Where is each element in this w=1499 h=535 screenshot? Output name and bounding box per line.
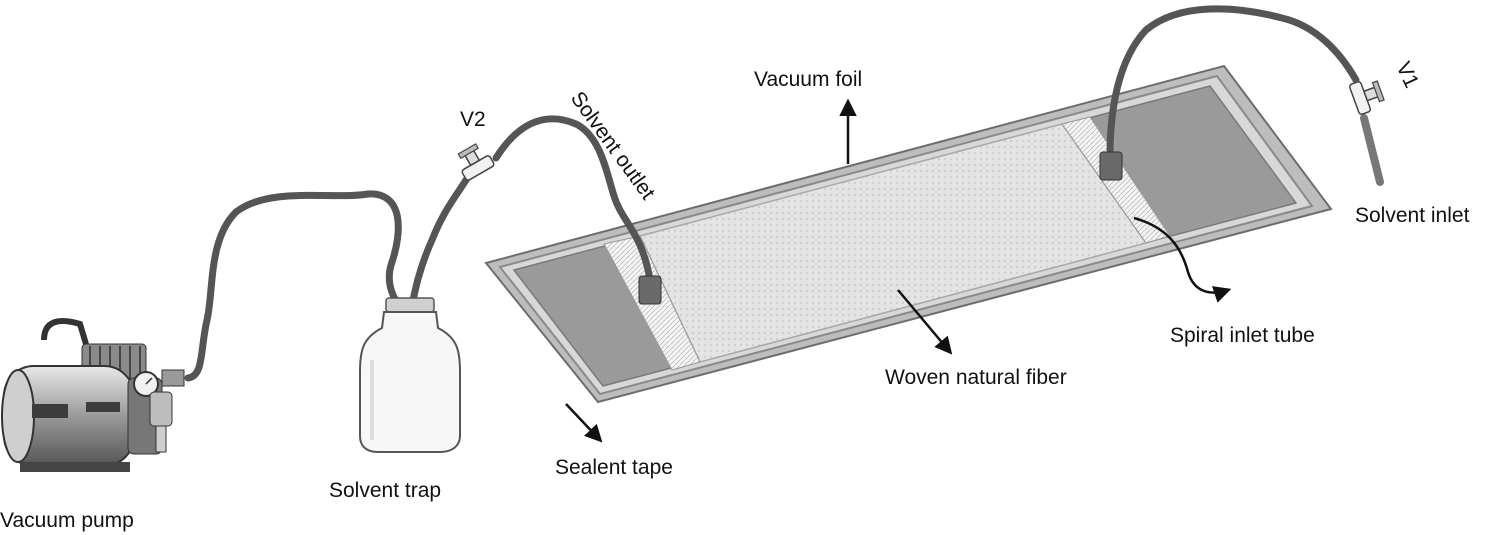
outlet-port bbox=[638, 275, 662, 305]
vacuum-pump-label: Vacuum pump bbox=[0, 509, 134, 532]
spiral-inlet-tube-label: Spiral inlet tube bbox=[1170, 324, 1315, 347]
spiral-inlet-arrow bbox=[1133, 216, 1232, 303]
valve-v2-label: V2 bbox=[460, 108, 486, 131]
solvent-trap-label: Solvent trap bbox=[329, 479, 441, 502]
pump-to-trap-tube bbox=[184, 190, 406, 382]
sealent-tape-label: Sealent tape bbox=[555, 456, 673, 479]
inlet-supply-tube bbox=[1106, 5, 1360, 160]
woven-natural-fiber-label: Woven natural fiber bbox=[885, 366, 1067, 389]
vacuum-bag-assembly bbox=[484, 64, 1333, 404]
vacuum-pump bbox=[1, 318, 185, 472]
vacuum-foil-label: Vacuum foil bbox=[754, 68, 862, 91]
solvent-trap-bottle bbox=[359, 297, 461, 453]
inlet-feed-tube bbox=[1360, 114, 1384, 186]
valve-v1-label: V1 bbox=[1391, 58, 1423, 91]
inlet-port bbox=[1099, 151, 1123, 181]
label-arrows bbox=[565, 98, 1232, 443]
sealent-tape-arrow bbox=[565, 403, 603, 443]
solvent-inlet-label: Solvent inlet bbox=[1355, 204, 1470, 227]
valve-v1[interactable] bbox=[1348, 75, 1386, 115]
valve-to-outlet-tube bbox=[492, 115, 654, 284]
woven-fiber-arrow bbox=[897, 289, 953, 355]
valve-v2[interactable] bbox=[453, 141, 495, 181]
